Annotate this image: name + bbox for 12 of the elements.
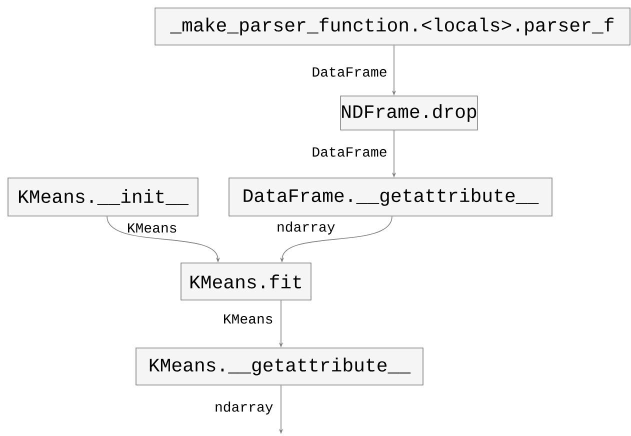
edge-label: DataFrame bbox=[311, 66, 388, 78]
function-box: KMeans.__init__ bbox=[8, 178, 198, 216]
edge-label: KMeans bbox=[126, 222, 178, 234]
function-box: NDFrame.drop bbox=[340, 96, 478, 130]
edge-label: ndarray bbox=[276, 220, 336, 236]
edge-label: DataFrame bbox=[311, 146, 388, 158]
function-box: DataFrame.__getattribute__ bbox=[228, 178, 552, 216]
edge-label: KMeans bbox=[222, 314, 274, 324]
function-box: KMeans.fit bbox=[180, 262, 312, 300]
edge-label: ndarray bbox=[214, 400, 274, 416]
function-box: _make_parser_function.<locals>.parser_f bbox=[154, 8, 630, 46]
function-box: KMeans.__getattribute__ bbox=[136, 348, 424, 386]
